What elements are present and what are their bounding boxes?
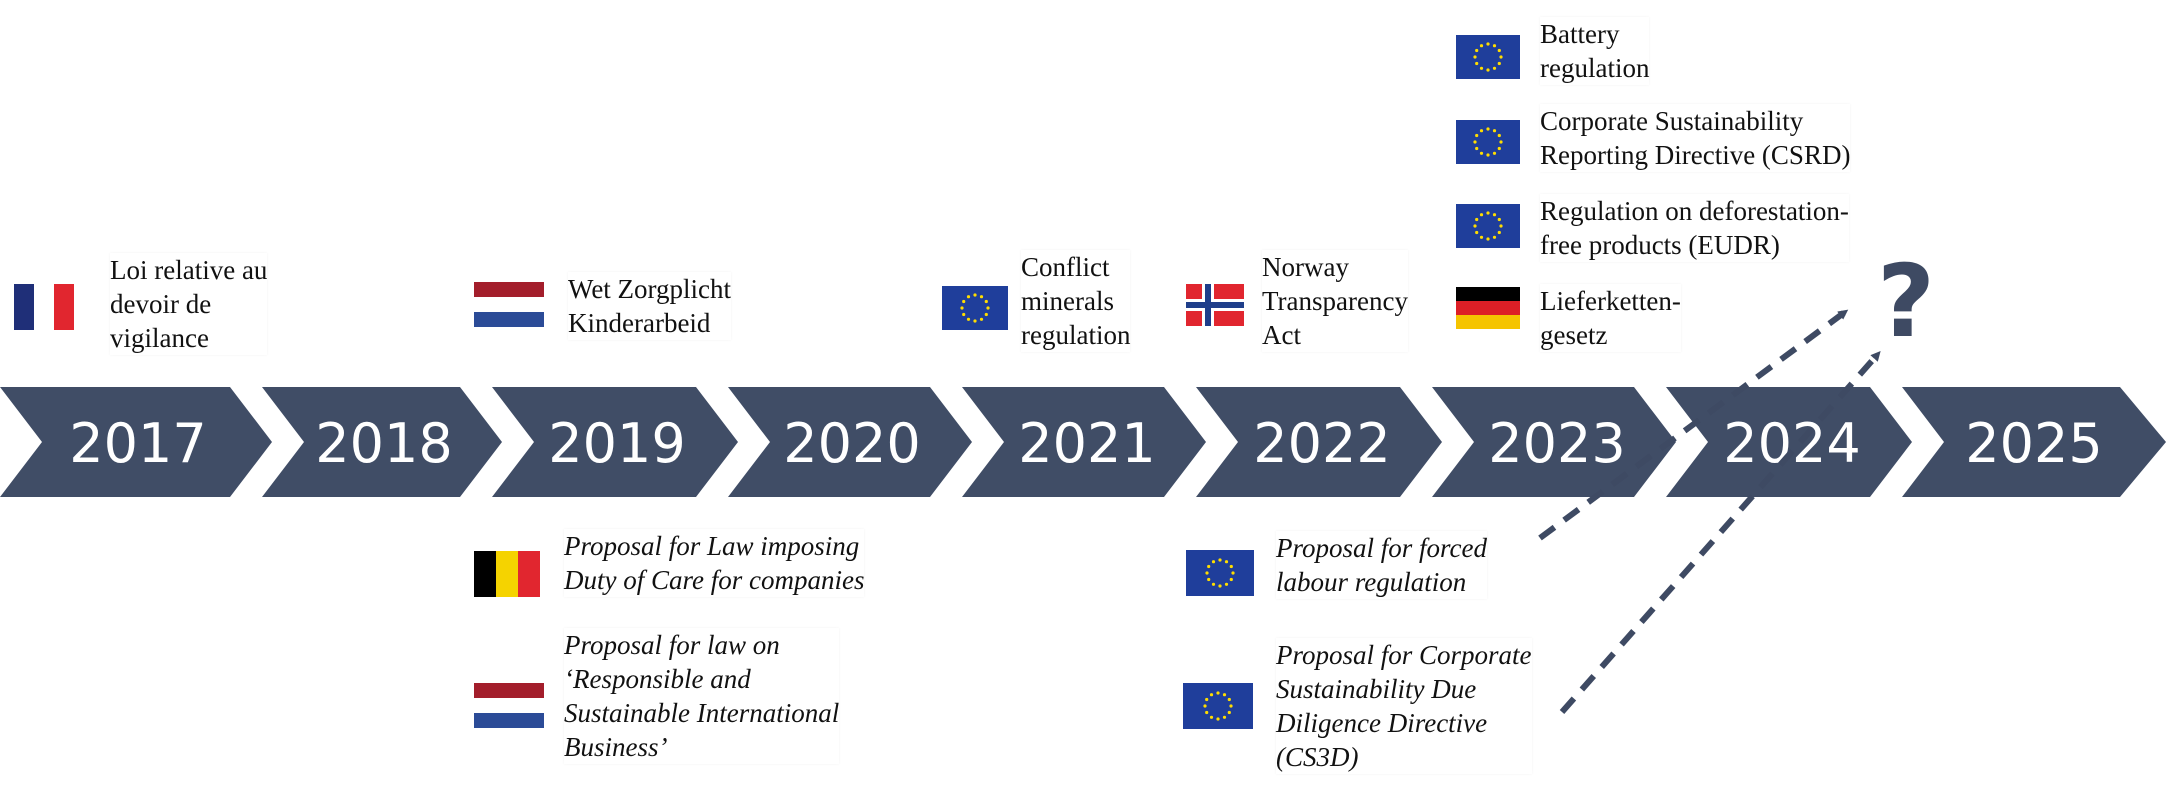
year-label-2023: 2023 [1488, 412, 1625, 475]
year-label-2019: 2019 [548, 412, 685, 475]
event-label-conflict-minerals: Conflict minerals regulation [1021, 250, 1131, 352]
year-chevron-2025: 2025 [1902, 387, 2166, 497]
year-chevron-2022: 2022 [1196, 387, 1442, 497]
event-label-rsib-proposal: Proposal for law on ‘Responsible and Sus… [564, 628, 840, 764]
year-label-2021: 2021 [1018, 412, 1155, 475]
year-chevron-2024: 2024 [1666, 387, 1912, 497]
year-chevron-2020: 2020 [728, 387, 972, 497]
belgium-flag [474, 551, 540, 597]
dashed-arrow-forced-labour [1538, 309, 1849, 541]
eu-flag-battery [1456, 35, 1520, 79]
event-label-cs3d-proposal: Proposal for Corporate Sustainability Du… [1276, 638, 1532, 774]
year-chevron-2023: 2023 [1432, 387, 1676, 497]
eu-flag-forced-labour [1186, 550, 1254, 596]
eu-flag-eudr [1456, 204, 1520, 248]
question-mark: ? [1877, 243, 1936, 360]
event-label-loi-devoir-de-vigilance: Loi relative au devoir de vigilance [110, 253, 268, 355]
event-label-norway-transparency-act: Norway Transparency Act [1262, 250, 1408, 352]
event-label-csrd: Corporate Sustainability Reporting Direc… [1540, 104, 1851, 172]
france-flag [14, 284, 74, 330]
year-label-2025: 2025 [1965, 412, 2102, 475]
year-label-2024: 2024 [1723, 412, 1860, 475]
norway-flag [1186, 284, 1244, 326]
netherlands-flag-proposal [474, 683, 544, 728]
year-chevron-2019: 2019 [492, 387, 738, 497]
event-label-belgium-duty-of-care-proposal: Proposal for Law imposing Duty of Care f… [564, 529, 865, 597]
netherlands-flag [474, 282, 544, 327]
germany-flag [1456, 287, 1520, 329]
event-label-eudr: Regulation on deforestation- free produc… [1540, 194, 1849, 262]
year-label-2022: 2022 [1253, 412, 1390, 475]
eu-flag-csrd [1456, 120, 1520, 164]
event-label-wet-zorgplicht-kinderarbeid: Wet Zorgplicht Kinderarbeid [568, 272, 732, 340]
event-label-forced-labour-proposal: Proposal for forced labour regulation [1276, 531, 1487, 599]
year-chevron-2017: 2017 [0, 387, 272, 497]
year-chevron-2018: 2018 [262, 387, 502, 497]
year-label-2018: 2018 [315, 412, 452, 475]
eu-flag-cs3d [1183, 683, 1253, 729]
year-label-2020: 2020 [783, 412, 920, 475]
dashed-arrow-cs3d [1559, 351, 1881, 714]
event-label-lieferkettengesetz: Lieferketten- gesetz [1540, 284, 1681, 352]
event-label-battery-regulation: Battery regulation [1540, 17, 1650, 85]
eu-flag-conflict-minerals [942, 286, 1008, 330]
year-chevron-2021: 2021 [962, 387, 1206, 497]
year-label-2017: 2017 [69, 412, 206, 475]
